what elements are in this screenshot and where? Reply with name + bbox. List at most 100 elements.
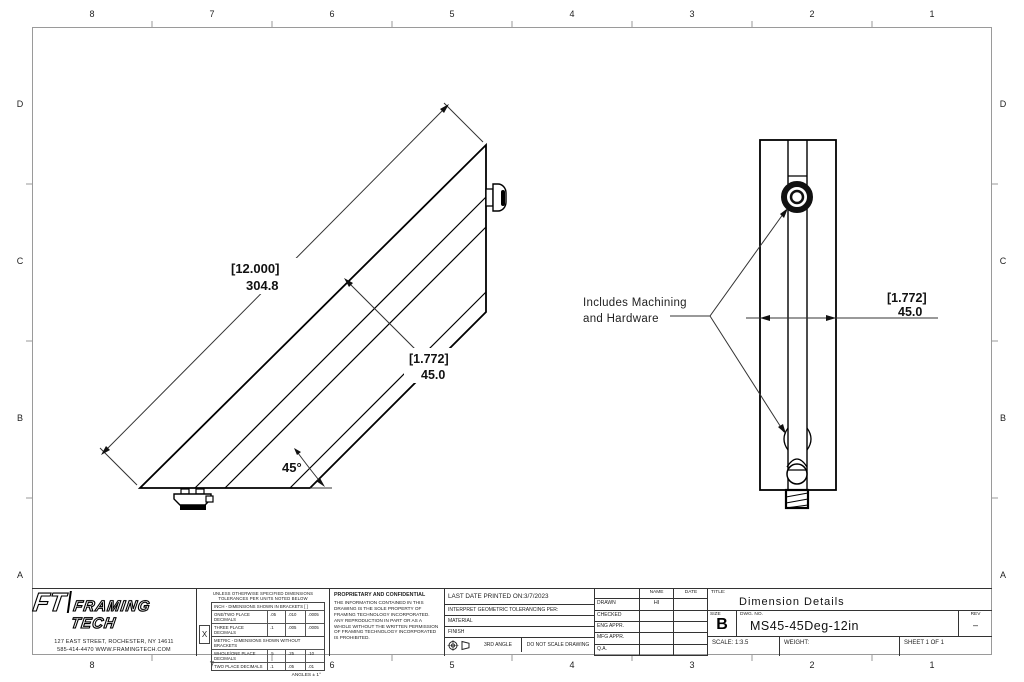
size-label: SIZE (710, 612, 721, 617)
tol-cell: THREE PLACE DECIMALS (212, 624, 268, 636)
third-angle-projection-icon (445, 639, 475, 651)
drawing-info-cell: LAST DATE PRINTED ON:3/7/2023 INTERPRET … (445, 589, 595, 656)
date-column-header: DATE (674, 589, 708, 600)
width-mm-label: 45.0 (421, 368, 445, 382)
width-mm-label: 45.0 (898, 305, 922, 319)
approval-name: HI (640, 599, 674, 611)
angle-label: 45° (282, 460, 302, 475)
bolt-head (781, 181, 813, 213)
approval-name (640, 621, 674, 634)
tol-cell: .05 (286, 663, 306, 670)
sheet-value: SHEET 1 OF 1 (904, 640, 944, 646)
tol-cell: .10 (308, 651, 314, 656)
zone-ticks (26, 21, 998, 661)
proprietary-title: PROPRIETARY AND CONFIDENTIAL (334, 592, 426, 598)
zone-label: 8 (89, 9, 95, 19)
angles-tolerance: ANGLES ± 1° (291, 673, 321, 678)
tol-cell: .05 (268, 611, 286, 623)
drawing-title: Dimension Details (739, 596, 845, 608)
last-printed-row: LAST DATE PRINTED ON:3/7/2023 (445, 589, 594, 605)
interpret-row: INTERPRET GEOMETRIC TOLERANCING PER: (445, 605, 594, 616)
logo-ft-mark: FT (31, 586, 72, 617)
title-section: TITLE: Dimension Details SIZE B DWG. NO.… (708, 589, 992, 656)
zone-label: A (16, 570, 23, 580)
extrusion-slot-lines (194, 196, 487, 489)
material-row: MATERIAL (445, 616, 594, 627)
t-nut-hardware (783, 427, 812, 510)
dwg-no-cell: DWG. NO. MS45-45Deg-12in (737, 611, 959, 636)
tolerance-table-cell: UNLESS OTHERWISE SPECIFIED DIMENSIONS TO… (197, 589, 330, 678)
zone-label: B (999, 413, 1006, 423)
proprietary-body: THE INFORMATION CONTAINED IN THIS DRAWIN… (334, 600, 439, 641)
scale-value: SCALE: 1:3.5 (708, 637, 780, 656)
finish-row: FINISH (445, 627, 594, 638)
metric-tolerance-section: METRIC - DIMENSIONS SHOWN WITHOUT BRACKE… (212, 636, 324, 670)
dwg-no-label: DWG. NO. (740, 612, 763, 617)
zone-label: 3 (689, 660, 695, 670)
tol-cell: WHOLE/ONE PLACE DECIMALS (212, 650, 268, 662)
tol-cell: .25 (286, 650, 306, 662)
approval-row-label: CHECKED (595, 610, 640, 622)
approval-row-label: MFG APPR. (595, 633, 640, 645)
zone-label: 8 (89, 660, 95, 670)
zone-label: 6 (329, 660, 335, 670)
zone-label: A (999, 570, 1006, 580)
approval-date (674, 633, 708, 645)
note-line2: and Hardware (583, 313, 659, 325)
rev-label: REV (970, 612, 981, 617)
zone-label: 5 (449, 9, 455, 19)
approval-date (674, 622, 708, 634)
address-line: 127 EAST STREET, ROCHESTER, NY 14611 (54, 638, 174, 645)
tol-cell: .01 (308, 664, 314, 669)
tol-cell: .1 (268, 663, 286, 670)
zone-label: 4 (569, 660, 575, 670)
approval-name (640, 633, 674, 645)
right-view: [1.772] 45.0 Includes Machining and Hard… (583, 139, 938, 510)
approval-row-label: ENG APPR. (595, 621, 640, 634)
approval-date (674, 599, 708, 611)
units-checkbox: X (199, 625, 210, 644)
approval-row-label: DRAWN (595, 599, 640, 611)
projection-row: 3RD ANGLE DO NOT SCALE DRAWING (445, 638, 594, 652)
t-nut-fastener (173, 488, 214, 510)
zone-label: D (999, 99, 1007, 109)
rev-cell: REV – (959, 611, 992, 636)
approval-date (674, 645, 708, 656)
zone-label: 1 (929, 660, 935, 670)
weight-value: WEIGHT: (780, 637, 900, 656)
zone-label: C (16, 256, 24, 266)
company-logo-cell: FT FRAMING TECH 127 EAST STREET, ROCHEST… (31, 586, 197, 656)
tol-cell: .1 (268, 624, 286, 636)
approval-row-label: Q.A. (595, 644, 640, 656)
end-bolt-fastener (485, 183, 507, 212)
zone-label: 2 (809, 660, 815, 670)
tol-cell: TWO PLACE DECIMALS (212, 663, 268, 670)
tolerance-table: INCH - DIMENSIONS SHOWN IN BRACKETS [ ] … (211, 602, 325, 671)
proprietary-notice-cell: PROPRIETARY AND CONFIDENTIAL THE INFORMA… (330, 589, 445, 656)
approvals-cell: NAME DATE DRAWN HI CHECKED ENG APPR. MFG… (595, 589, 708, 656)
zone-label: 7 (209, 9, 215, 19)
zone-label: 5 (449, 660, 455, 670)
zone-label: 3 (689, 9, 695, 19)
tol-cell: .005 (286, 624, 306, 636)
width-inch-label: [1.772] (409, 352, 449, 366)
width-inch-label: [1.772] (887, 291, 927, 305)
zone-label: 4 (569, 9, 575, 19)
tol-cell: .5 (268, 650, 286, 662)
length-inch-label: [12.000] (231, 261, 279, 276)
dimension-length: [12.000] 304.8 (99, 102, 484, 486)
name-column-header: NAME (640, 589, 674, 600)
dimension-angle: 45° (282, 448, 332, 489)
third-angle-label: 3RD ANGLE (483, 642, 513, 648)
title-label: TITLE: (711, 590, 726, 595)
approval-date (674, 611, 708, 622)
tol-cell: .0005 (308, 612, 319, 617)
zone-label: 1 (929, 9, 935, 19)
hardware-note: Includes Machining and Hardware (583, 208, 788, 434)
brace-outline (137, 142, 487, 489)
phone-web-line: 585-414-4470 WWW.FRAMINGTECH.COM (57, 647, 171, 653)
dwg-no-row: SIZE B DWG. NO. MS45-45Deg-12in REV – (708, 611, 992, 637)
drawing-number: MS45-45Deg-12in (750, 619, 859, 633)
